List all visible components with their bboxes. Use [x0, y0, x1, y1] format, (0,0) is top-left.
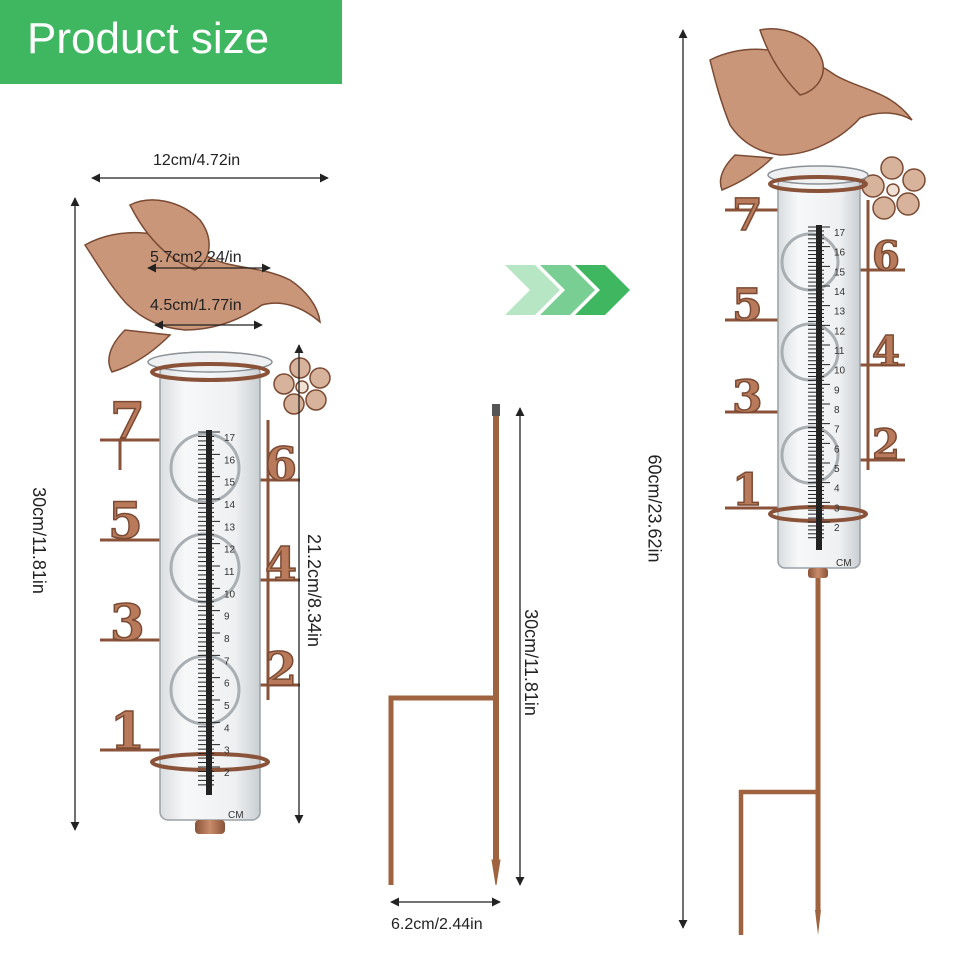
- number-brackets: [100, 420, 300, 752]
- dimension-lines: [70, 29, 688, 929]
- scale-number: 5: [224, 701, 230, 712]
- scale-number: 15: [224, 478, 236, 489]
- scale-number: 13: [834, 307, 846, 318]
- scale-number: 5: [834, 464, 840, 475]
- scale-number: 12: [224, 545, 236, 556]
- scale-number: 2: [224, 768, 230, 779]
- scale-number: 4: [834, 484, 840, 495]
- scale-bar: [206, 430, 212, 795]
- scale-number: 7: [224, 656, 230, 667]
- svg-text:1: 1: [732, 465, 763, 516]
- right-side-numbers: 7 5 3 1 6 4 2: [731, 189, 900, 517]
- total-height-label: 60cm/23.62in: [644, 454, 665, 563]
- scale-number: 4: [224, 723, 230, 734]
- svg-text:2: 2: [872, 421, 900, 468]
- tube-base: [195, 820, 225, 834]
- scale-number: 3: [224, 746, 230, 757]
- scale-number: 2: [834, 523, 840, 534]
- scale-number: 15: [834, 267, 846, 278]
- scale-number: 9: [224, 612, 230, 623]
- svg-text:5: 5: [732, 280, 763, 331]
- scale-number: 6: [224, 679, 230, 690]
- svg-text:3: 3: [732, 372, 763, 423]
- stake: [388, 404, 501, 886]
- banner-title: Product size: [27, 14, 270, 63]
- scale-number: 6: [834, 444, 840, 455]
- measurement-scale: 17 16 15 14 13 12 11 10 9 8 7 6 5 4 3 2: [808, 225, 846, 550]
- scale-number: 12: [834, 326, 846, 337]
- left-side-numbers: 7 5 3 1 6 4 2: [107, 390, 298, 761]
- scale-number: 14: [834, 287, 846, 298]
- scale-number: 9: [834, 385, 840, 396]
- hummingbird-icon: [709, 28, 913, 191]
- unit-label: CM: [228, 810, 244, 821]
- svg-text:7: 7: [110, 391, 145, 450]
- scale-number: 13: [224, 522, 236, 533]
- svg-text:5: 5: [108, 491, 143, 550]
- flower-icon: [273, 357, 331, 415]
- outer-diameter-label: 5.7cm2.24/in: [150, 249, 242, 266]
- scale-number: 7: [834, 425, 840, 436]
- scale-number: 11: [834, 346, 845, 357]
- scale-number: 17: [834, 228, 846, 239]
- hummingbird-icon: [83, 199, 321, 373]
- stake-height-label: 30cm/11.81in: [520, 609, 541, 716]
- svg-text:6: 6: [265, 437, 297, 491]
- product-size-banner: Product size: [0, 0, 342, 84]
- svg-text:7: 7: [732, 190, 763, 241]
- scale-number: 3: [834, 503, 840, 514]
- unit-label: CM: [836, 558, 852, 569]
- stake-width-label: 6.2cm/2.44in: [391, 916, 483, 933]
- svg-text:1: 1: [110, 701, 145, 760]
- scale-number: 16: [224, 455, 236, 466]
- svg-text:3: 3: [110, 593, 145, 652]
- svg-text:6: 6: [872, 233, 900, 280]
- scale-bar: [816, 225, 822, 550]
- scale-number: 10: [224, 589, 236, 600]
- width-label: 12cm/4.72in: [153, 152, 241, 169]
- scale-number: 14: [224, 500, 236, 511]
- svg-text:4: 4: [872, 328, 900, 375]
- chevron-right-icon: [505, 265, 630, 315]
- scale-number: 11: [224, 567, 235, 578]
- measurement-scale: 17 16 15 14 13 12 11 10 9 8 7 6 5 4 3 2: [198, 430, 236, 795]
- scale-number: 8: [834, 405, 840, 416]
- flower-icon: [861, 156, 926, 220]
- scale-number: 17: [224, 433, 236, 444]
- tube-height-label: 21.2cm/8.34in: [304, 533, 325, 648]
- left-height-label: 30cm/11.81in: [28, 487, 49, 594]
- svg-text:4: 4: [265, 537, 297, 591]
- scale-number: 10: [834, 366, 846, 377]
- inner-diameter-label: 4.5cm/1.77in: [150, 297, 242, 314]
- scale-number: 16: [834, 248, 846, 259]
- svg-text:2: 2: [265, 642, 297, 696]
- scale-number: 8: [224, 634, 230, 645]
